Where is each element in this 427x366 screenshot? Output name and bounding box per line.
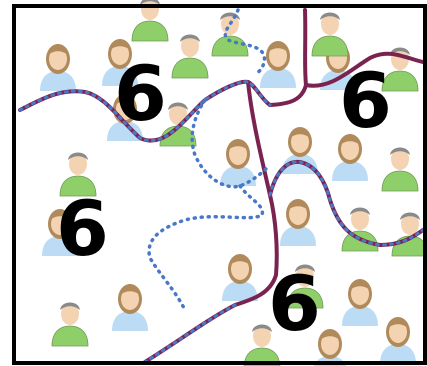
- dotted-overlay-right-lower: [268, 160, 425, 247]
- district-label-bottom-right: 6: [268, 259, 321, 348]
- dotted-overlay-upper-left: [18, 80, 272, 142]
- male-person-icon: [243, 324, 281, 366]
- solid-boundary-right-upper: [304, 51, 425, 88]
- female-person-icon: [222, 254, 258, 301]
- female-person-icon: [282, 127, 318, 174]
- male-person-icon: [286, 264, 324, 309]
- female-person-icon: [332, 134, 368, 181]
- diagram-frame: [12, 4, 427, 365]
- district-label-top-left: 6: [114, 49, 167, 138]
- male-person-icon: [381, 147, 419, 192]
- district-label-left: 6: [56, 184, 109, 273]
- male-person-icon: [311, 12, 349, 57]
- male-person-icon: [159, 102, 197, 147]
- female-person-icon: [40, 44, 76, 91]
- female-person-icon: [280, 199, 316, 246]
- female-person-icon: [42, 209, 78, 256]
- dotted-boundary-top: [223, 8, 267, 77]
- dotted-boundary-middle: [190, 98, 272, 189]
- male-person-icon: [51, 302, 89, 347]
- male-person-icon: [211, 12, 249, 57]
- female-person-icon: [112, 284, 148, 331]
- female-person-icon: [102, 39, 138, 86]
- district-labels: 6 6 6 6: [56, 49, 392, 348]
- female-person-icon: [380, 317, 416, 364]
- female-person-icon: [260, 41, 296, 88]
- dotted-overlay-bottom: [143, 303, 237, 364]
- male-person-icon: [171, 34, 209, 79]
- male-person-icon: [59, 152, 97, 197]
- male-person-icon: [391, 212, 427, 257]
- district-label-top-right: 6: [339, 56, 392, 145]
- district-boundaries: [18, 8, 425, 364]
- female-person-icon: [220, 139, 256, 186]
- female-person-icon: [342, 279, 378, 326]
- people-layer: [40, 0, 427, 366]
